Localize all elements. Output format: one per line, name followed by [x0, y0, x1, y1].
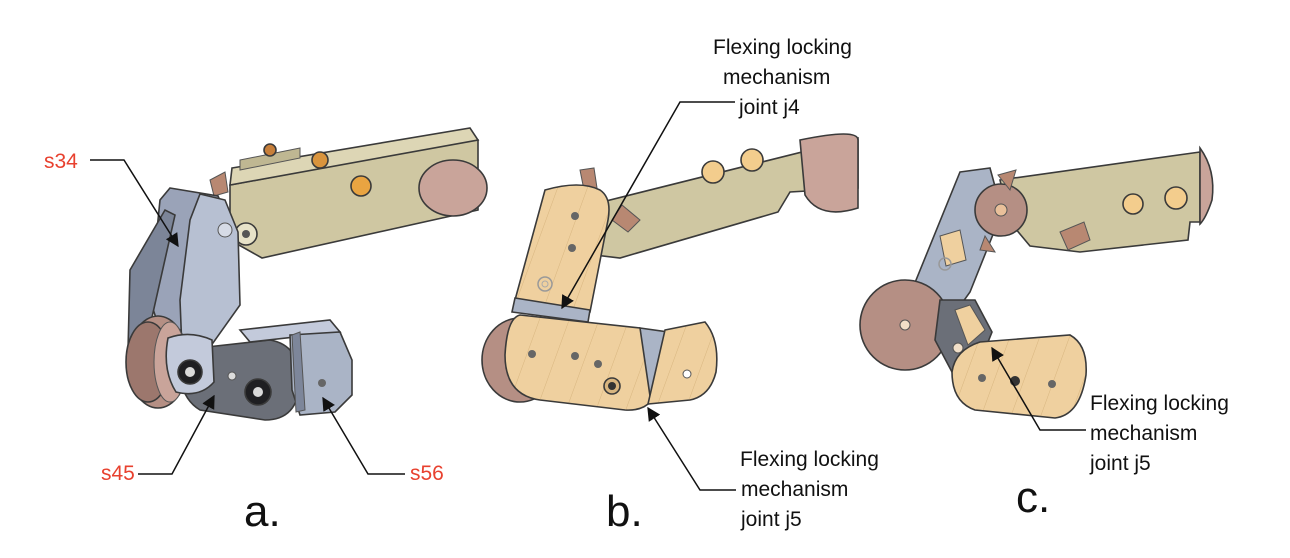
- callout-c-j5-line-1: Flexing locking: [1090, 392, 1229, 415]
- callout-b-j5-line-2: mechanism: [741, 478, 848, 501]
- panel-b-callout-j5: Flexing locking mechanism joint j5: [647, 406, 879, 531]
- leader-s56: [322, 396, 405, 475]
- panel-b-callout-j4: Flexing locking mechanism joint j4: [561, 36, 852, 310]
- panel-c-upper-arm: [999, 145, 1214, 253]
- panel-b-upper-arm: [579, 133, 859, 259]
- callout-b-j5-line-1: Flexing locking: [740, 448, 879, 471]
- label-s34: s34: [44, 150, 78, 173]
- panel-c-letter: c.: [1016, 473, 1050, 522]
- panel-a-plate-s45: [165, 333, 301, 421]
- callout-j4-line-3: joint j4: [738, 96, 800, 119]
- leader-s34: [90, 159, 179, 248]
- panel-a: [125, 127, 488, 421]
- panel-c-link-j5: [934, 299, 1087, 419]
- leader-b-j5: [647, 406, 736, 491]
- leader-c-j5: [991, 346, 1086, 431]
- panel-a-letter: a.: [244, 487, 281, 536]
- panel-c-knuckle: [974, 169, 1028, 253]
- panel-a-block-s56: [238, 319, 353, 416]
- callout-c-j5-line-3: joint j5: [1089, 452, 1151, 475]
- panel-c: [859, 145, 1214, 419]
- callout-c-j5-line-2: mechanism: [1090, 422, 1197, 445]
- callout-j4-line-2: mechanism: [723, 66, 830, 89]
- panel-a-labels: s34 s45 s56 a.: [44, 150, 444, 536]
- panel-b: [481, 133, 859, 411]
- leader-s45: [138, 394, 215, 475]
- panel-b-letter: b.: [606, 487, 643, 536]
- callout-b-j5-line-3: joint j5: [740, 508, 802, 531]
- label-s56: s56: [410, 462, 444, 485]
- label-s45: s45: [101, 462, 135, 485]
- callout-j4-line-1: Flexing locking: [713, 36, 852, 59]
- leader-j4: [561, 101, 735, 310]
- panel-b-link-j5: [504, 314, 718, 411]
- panel-b-link-j4: [511, 184, 610, 323]
- panel-c-callout-j5: Flexing locking mechanism joint j5: [991, 346, 1229, 475]
- panel-a-upper-arm: [209, 127, 488, 259]
